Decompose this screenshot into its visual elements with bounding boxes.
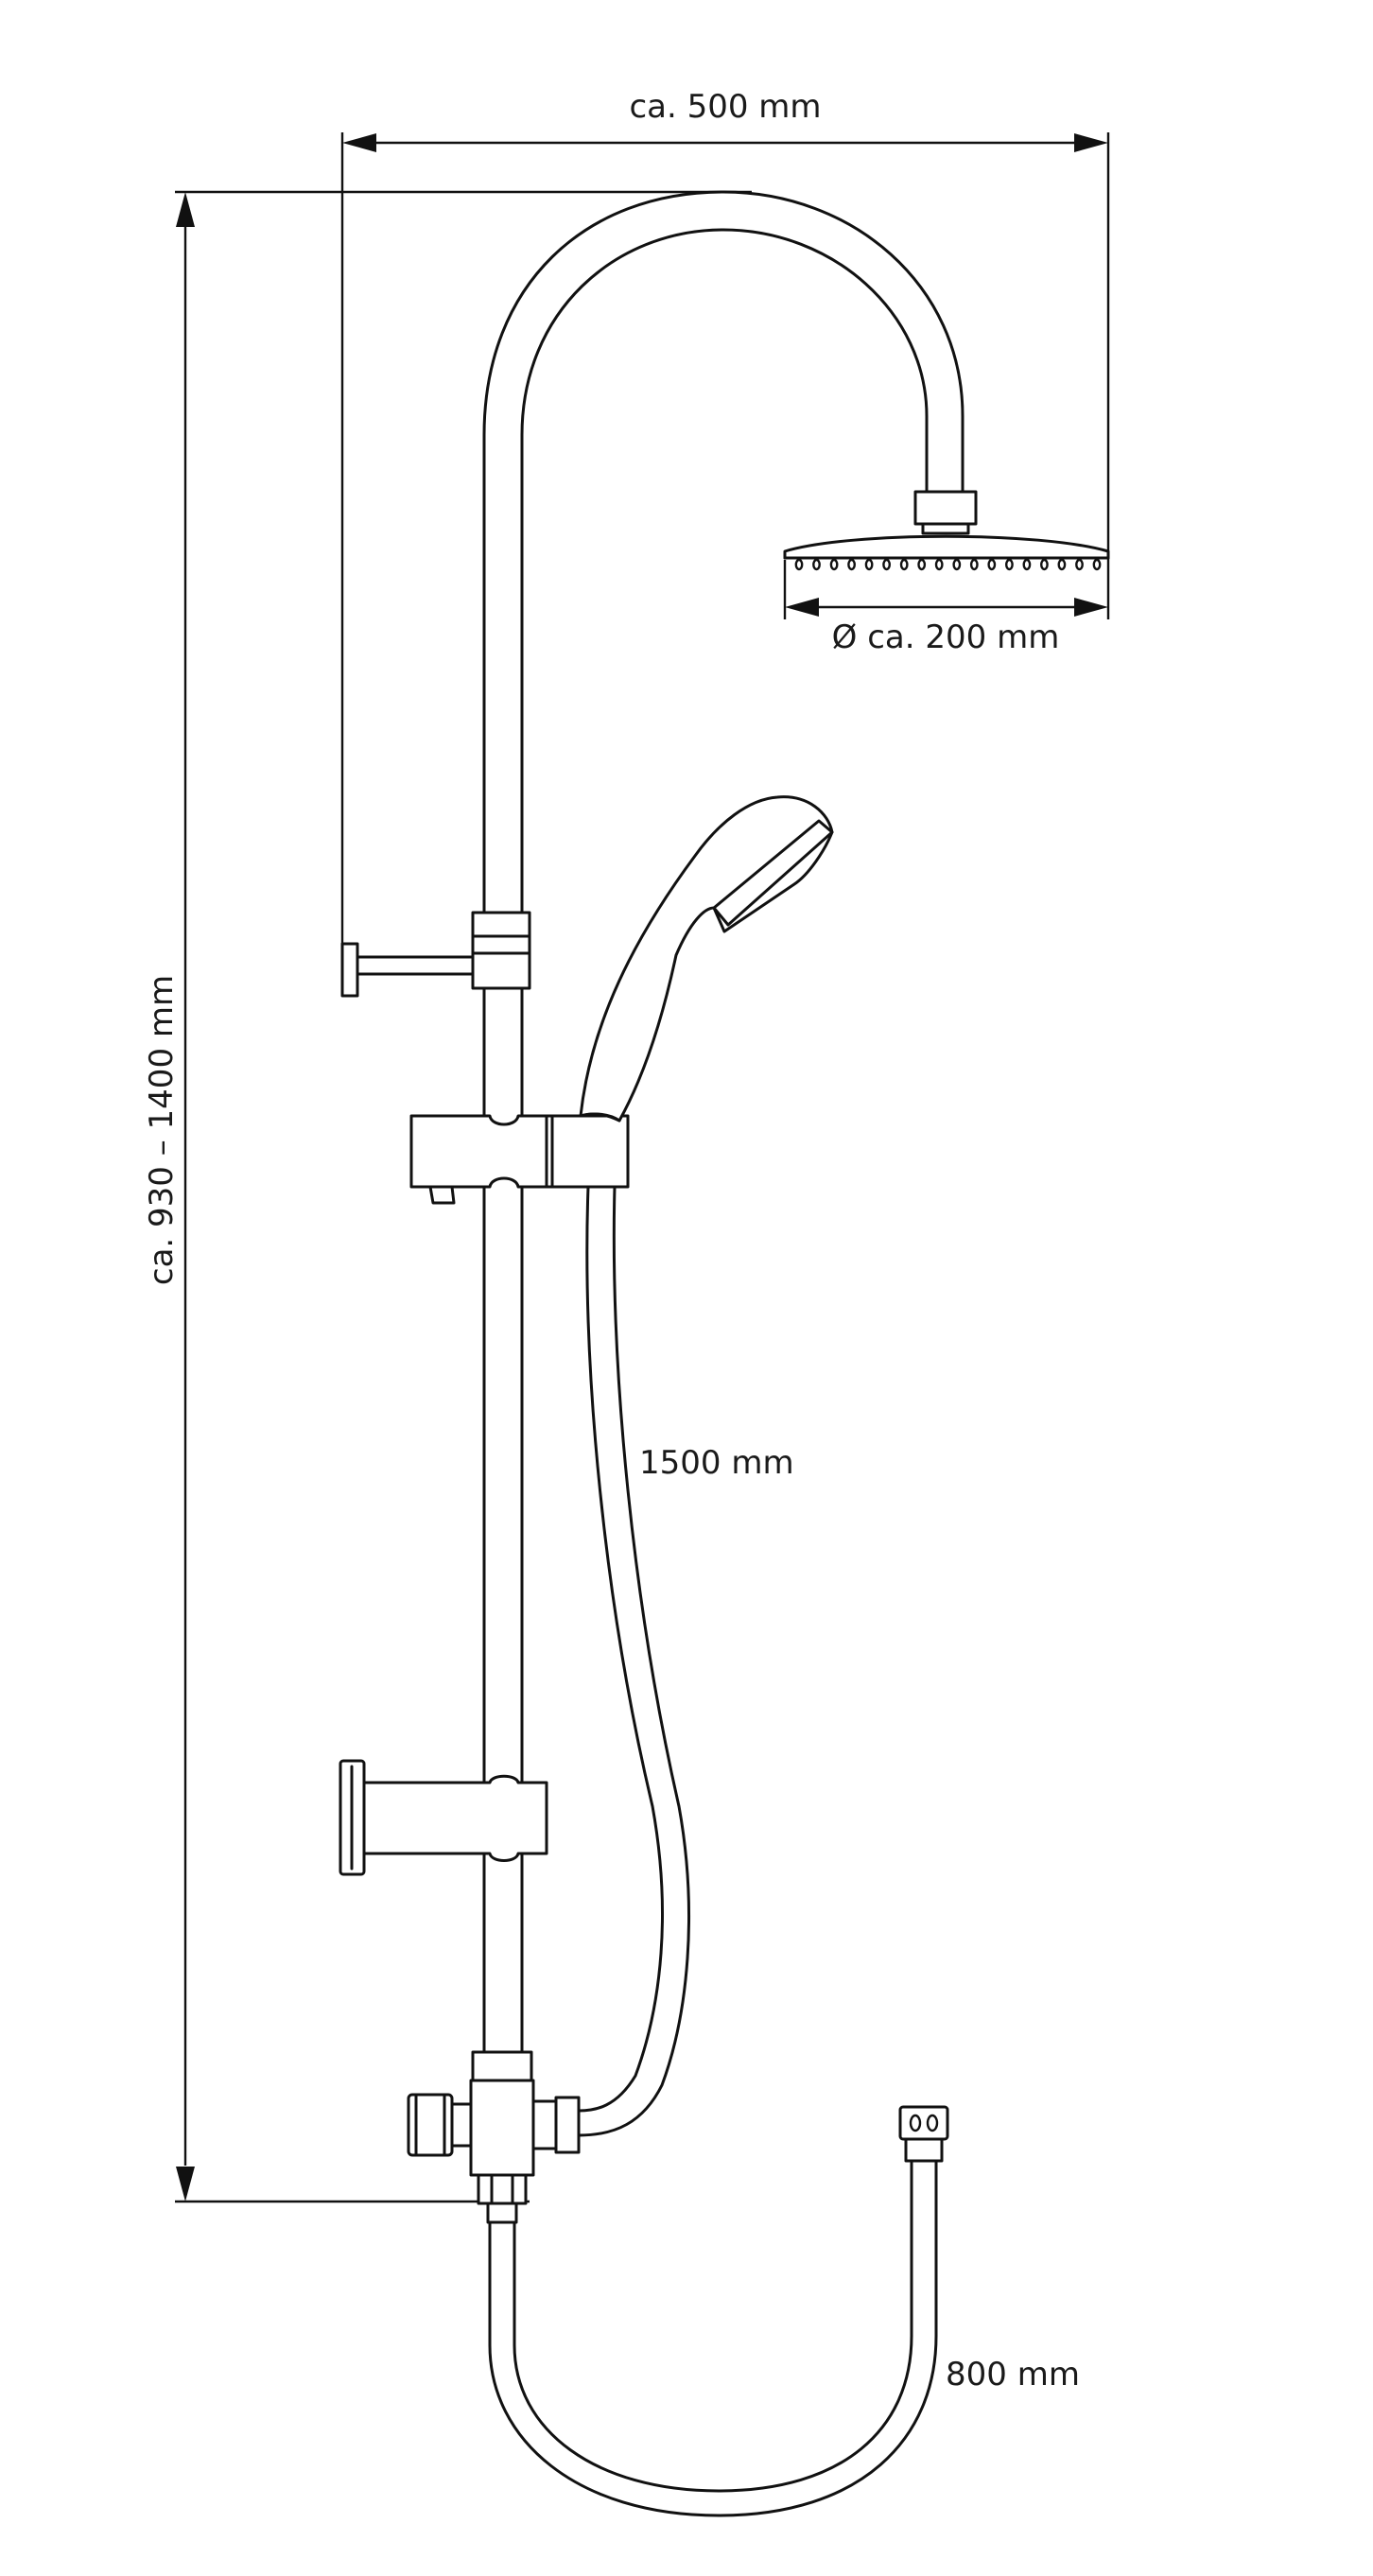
width-dimension: ca. 500 mm bbox=[340, 88, 1110, 993]
hand-shower-hose: 1500 mm bbox=[577, 1185, 794, 2137]
arrow-down-icon bbox=[176, 2167, 195, 2202]
lower-wall-bracket bbox=[339, 1759, 548, 1876]
upper-wall-bracket bbox=[340, 911, 531, 998]
nozzle bbox=[952, 558, 962, 571]
nozzle bbox=[847, 558, 856, 571]
arrow-left-icon bbox=[342, 133, 376, 152]
nozzle bbox=[864, 558, 874, 571]
nozzle bbox=[1005, 558, 1014, 571]
nozzle bbox=[1092, 558, 1102, 571]
nozzle bbox=[934, 558, 944, 571]
nozzle bbox=[899, 558, 909, 571]
nozzle bbox=[1022, 558, 1032, 571]
nozzle bbox=[1040, 558, 1049, 571]
nozzle bbox=[829, 558, 839, 571]
hand-shower-slider bbox=[409, 1114, 630, 1205]
arrow-up-icon bbox=[176, 192, 195, 227]
hand-shower-icon bbox=[579, 795, 834, 1123]
head-diameter-label: Ø ca. 200 mm bbox=[832, 618, 1060, 656]
nozzle bbox=[969, 558, 979, 571]
supply-hose-length-label: 800 mm bbox=[946, 2356, 1080, 2393]
nozzle bbox=[794, 558, 804, 571]
arrow-right-icon bbox=[1074, 133, 1108, 152]
nozzle bbox=[1075, 558, 1084, 571]
height-dimension: ca. 930 – 1400 mm bbox=[143, 190, 752, 2203]
supply-hose: 800 mm bbox=[488, 2105, 1080, 2517]
arrow-right-icon bbox=[1074, 598, 1108, 617]
nozzle bbox=[882, 558, 891, 571]
nozzle bbox=[812, 558, 821, 571]
width-label: ca. 500 mm bbox=[629, 88, 821, 126]
rain-shower-head-icon bbox=[783, 490, 1110, 571]
nozzle bbox=[917, 558, 927, 571]
nozzle-row bbox=[794, 558, 1102, 571]
riser-rail bbox=[482, 190, 965, 2054]
height-label: ca. 930 – 1400 mm bbox=[143, 975, 181, 1285]
arrow-left-icon bbox=[785, 598, 819, 617]
nozzle bbox=[987, 558, 997, 571]
hand-hose-length-label: 1500 mm bbox=[639, 1444, 794, 1482]
nozzle bbox=[1057, 558, 1067, 571]
head-diameter-dimension: Ø ca. 200 mm bbox=[783, 560, 1108, 656]
shower-mixer-icon bbox=[407, 2050, 581, 2224]
